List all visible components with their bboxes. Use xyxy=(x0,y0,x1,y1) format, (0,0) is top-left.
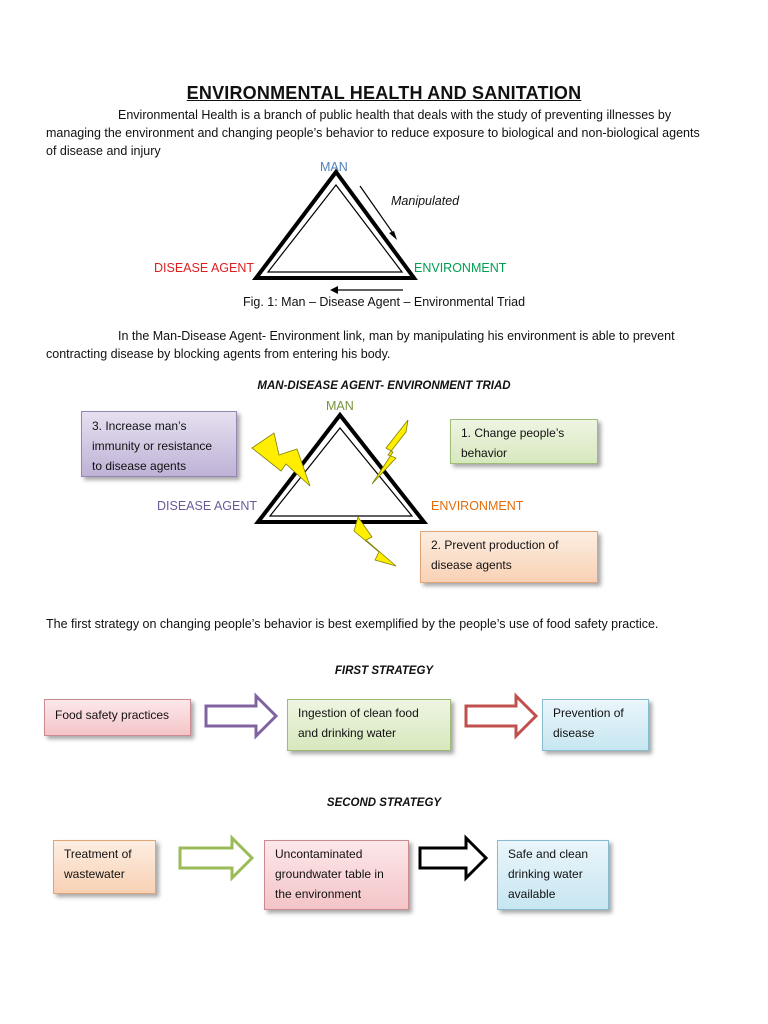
intro-line-1: Environmental Health is a branch of publ… xyxy=(118,108,672,122)
fs-step3-line-1: Prevention of xyxy=(553,706,624,720)
ss-step1-line-1: Treatment of xyxy=(64,847,132,861)
fs-step2-line-2: and drinking water xyxy=(298,726,397,740)
paragraph-3: The first strategy on changing people’s … xyxy=(46,617,659,631)
ss-step2-line-3: the environment xyxy=(275,887,362,901)
fig1-man-label: MAN xyxy=(320,160,348,174)
bottom-arrowhead xyxy=(330,286,338,294)
ss-step2-line-2: groundwater table in xyxy=(275,867,384,881)
page-title: ENVIRONMENTAL HEALTH AND SANITATION xyxy=(186,83,582,103)
box3-line-2: immunity or resistance xyxy=(92,439,213,453)
strategy-box-1: 1. Change people’s behavior xyxy=(450,419,598,464)
fig2-man-label: MAN xyxy=(326,399,354,413)
second-strategy-arrow-2 xyxy=(418,834,489,882)
first-strategy-heading: FIRST STRATEGY xyxy=(334,665,434,677)
paragraph-2: In the Man-Disease Agent- Environment li… xyxy=(46,327,726,363)
first-strategy-step-1: Food safety practices xyxy=(44,699,191,736)
box2-line-1: 2. Prevent production of xyxy=(431,538,559,552)
ss-step2-line-1: Uncontaminated xyxy=(275,847,363,861)
triad-triangle-inner xyxy=(266,184,404,273)
first-strategy-step-3: Prevention of disease xyxy=(542,699,649,751)
fig1-caption: Fig. 1: Man – Disease Agent – Environmen… xyxy=(242,295,526,309)
intro-line-3: of disease and injury xyxy=(46,144,161,158)
fig2-disease-agent-label: DISEASE AGENT xyxy=(157,499,258,513)
ss-step1-line-2: wastewater xyxy=(64,867,125,881)
box3-line-3: to disease agents xyxy=(92,459,187,473)
fig1-environment-label: ENVIRONMENT xyxy=(414,261,507,275)
second-strategy-step-2: Uncontaminated groundwater table in the … xyxy=(264,840,409,910)
intro-line-2: managing the environment and changing pe… xyxy=(46,126,700,140)
ss-step3-line-1: Safe and clean xyxy=(508,847,589,861)
box1-line-2: behavior xyxy=(461,446,508,460)
intro-paragraph: Environmental Health is a branch of publ… xyxy=(46,106,726,160)
box3-line-1: 3. Increase man’s xyxy=(92,419,187,433)
lightning-bolt-icon-left xyxy=(251,432,311,487)
fig1-manipulated-label: Manipulated xyxy=(391,194,460,208)
second-strategy-step-1: Treatment of wastewater xyxy=(53,840,156,894)
ss-step3-line-2: drinking water xyxy=(508,867,583,881)
fs-step2-line-1: Ingestion of clean food xyxy=(298,706,419,720)
first-strategy-arrow-1 xyxy=(204,692,279,740)
box1-line-1: 1. Change people’s xyxy=(461,426,565,440)
first-strategy-arrow-2 xyxy=(464,692,539,740)
lightning-bolt-icon-bottom xyxy=(353,516,397,567)
first-strategy-step-2: Ingestion of clean food and drinking wat… xyxy=(287,699,451,751)
lightning-bolt-icon-right xyxy=(371,419,409,485)
second-strategy-heading: SECOND STRATEGY xyxy=(326,797,442,809)
strategy-box-3: 3. Increase man’s immunity or resistance… xyxy=(81,411,237,477)
manipulated-arrow xyxy=(359,185,396,237)
box2-line-2: disease agents xyxy=(431,558,512,572)
second-strategy-step-3: Safe and clean drinking water available xyxy=(497,840,609,910)
triad-triangle-outer xyxy=(251,168,418,280)
second-strategy-arrow-1 xyxy=(178,834,255,882)
ss-step3-line-3: available xyxy=(508,887,556,901)
fs-step3-line-2: disease xyxy=(553,726,595,740)
strategy-box-2: 2. Prevent production of disease agents xyxy=(420,531,598,583)
fig2-heading: MAN-DISEASE AGENT- ENVIRONMENT TRIAD xyxy=(257,380,511,392)
manipulated-arrowhead xyxy=(389,231,397,240)
para2-line-1: In the Man-Disease Agent- Environment li… xyxy=(118,329,675,343)
fs-step1-line-1: Food safety practices xyxy=(55,708,170,722)
fig1-disease-agent-label: DISEASE AGENT xyxy=(154,261,255,275)
fig2-environment-label: ENVIRONMENT xyxy=(431,499,524,513)
para2-line-2: contracting disease by blocking agents f… xyxy=(46,347,391,361)
